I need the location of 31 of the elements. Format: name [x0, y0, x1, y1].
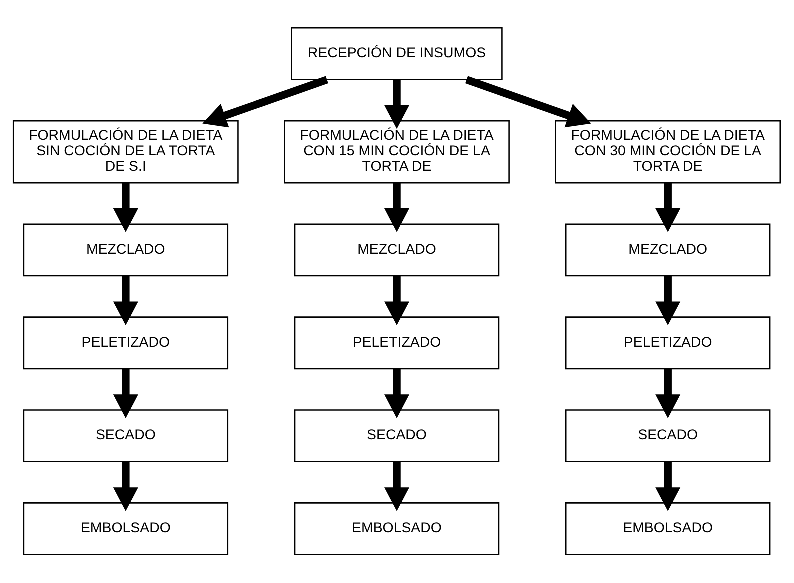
arrow [656, 369, 681, 418]
arrow [384, 369, 410, 418]
node-box: EMBOLSADO [565, 502, 771, 556]
node-box: EMBOLSADO [294, 502, 500, 556]
node-box: PELETIZADO [565, 316, 771, 370]
arrow [113, 369, 138, 418]
arrow [113, 462, 138, 512]
arrow [113, 183, 138, 232]
arrow [656, 183, 681, 232]
node-box: MEZCLADO [294, 224, 500, 277]
node-box: FORMULACIÓN DE LA DIETA SIN COCIÓN DE LA TORTA DE S.I [12, 120, 239, 184]
node-box: SECADO [23, 410, 229, 463]
arrow [384, 183, 410, 232]
node-box: PELETIZADO [294, 316, 500, 370]
arrow [113, 276, 138, 326]
node-box: PELETIZADO [23, 316, 229, 370]
node-box: EMBOLSADO [23, 502, 229, 556]
arrow [384, 276, 410, 326]
node-box: FORMULACIÓN DE LA DIETA CON 15 MIN COCIÓN DE LA TORTA DE [284, 120, 510, 184]
arrow [656, 462, 681, 512]
node-box: SECADO [565, 410, 771, 463]
arrow [466, 76, 592, 128]
arrow [202, 76, 328, 128]
node-box: FORMULACIÓN DE LA DIETA CON 30 MIN COCIÓN DE LA TORTA DE [555, 120, 782, 184]
arrow [656, 276, 681, 326]
node-box: RECEPCIÓN DE INSUMOS [291, 28, 503, 80]
arrow [384, 462, 410, 512]
node-box: SECADO [294, 410, 500, 463]
node-box: MEZCLADO [565, 224, 771, 277]
arrow [384, 80, 410, 130]
node-box: MEZCLADO [23, 224, 229, 277]
